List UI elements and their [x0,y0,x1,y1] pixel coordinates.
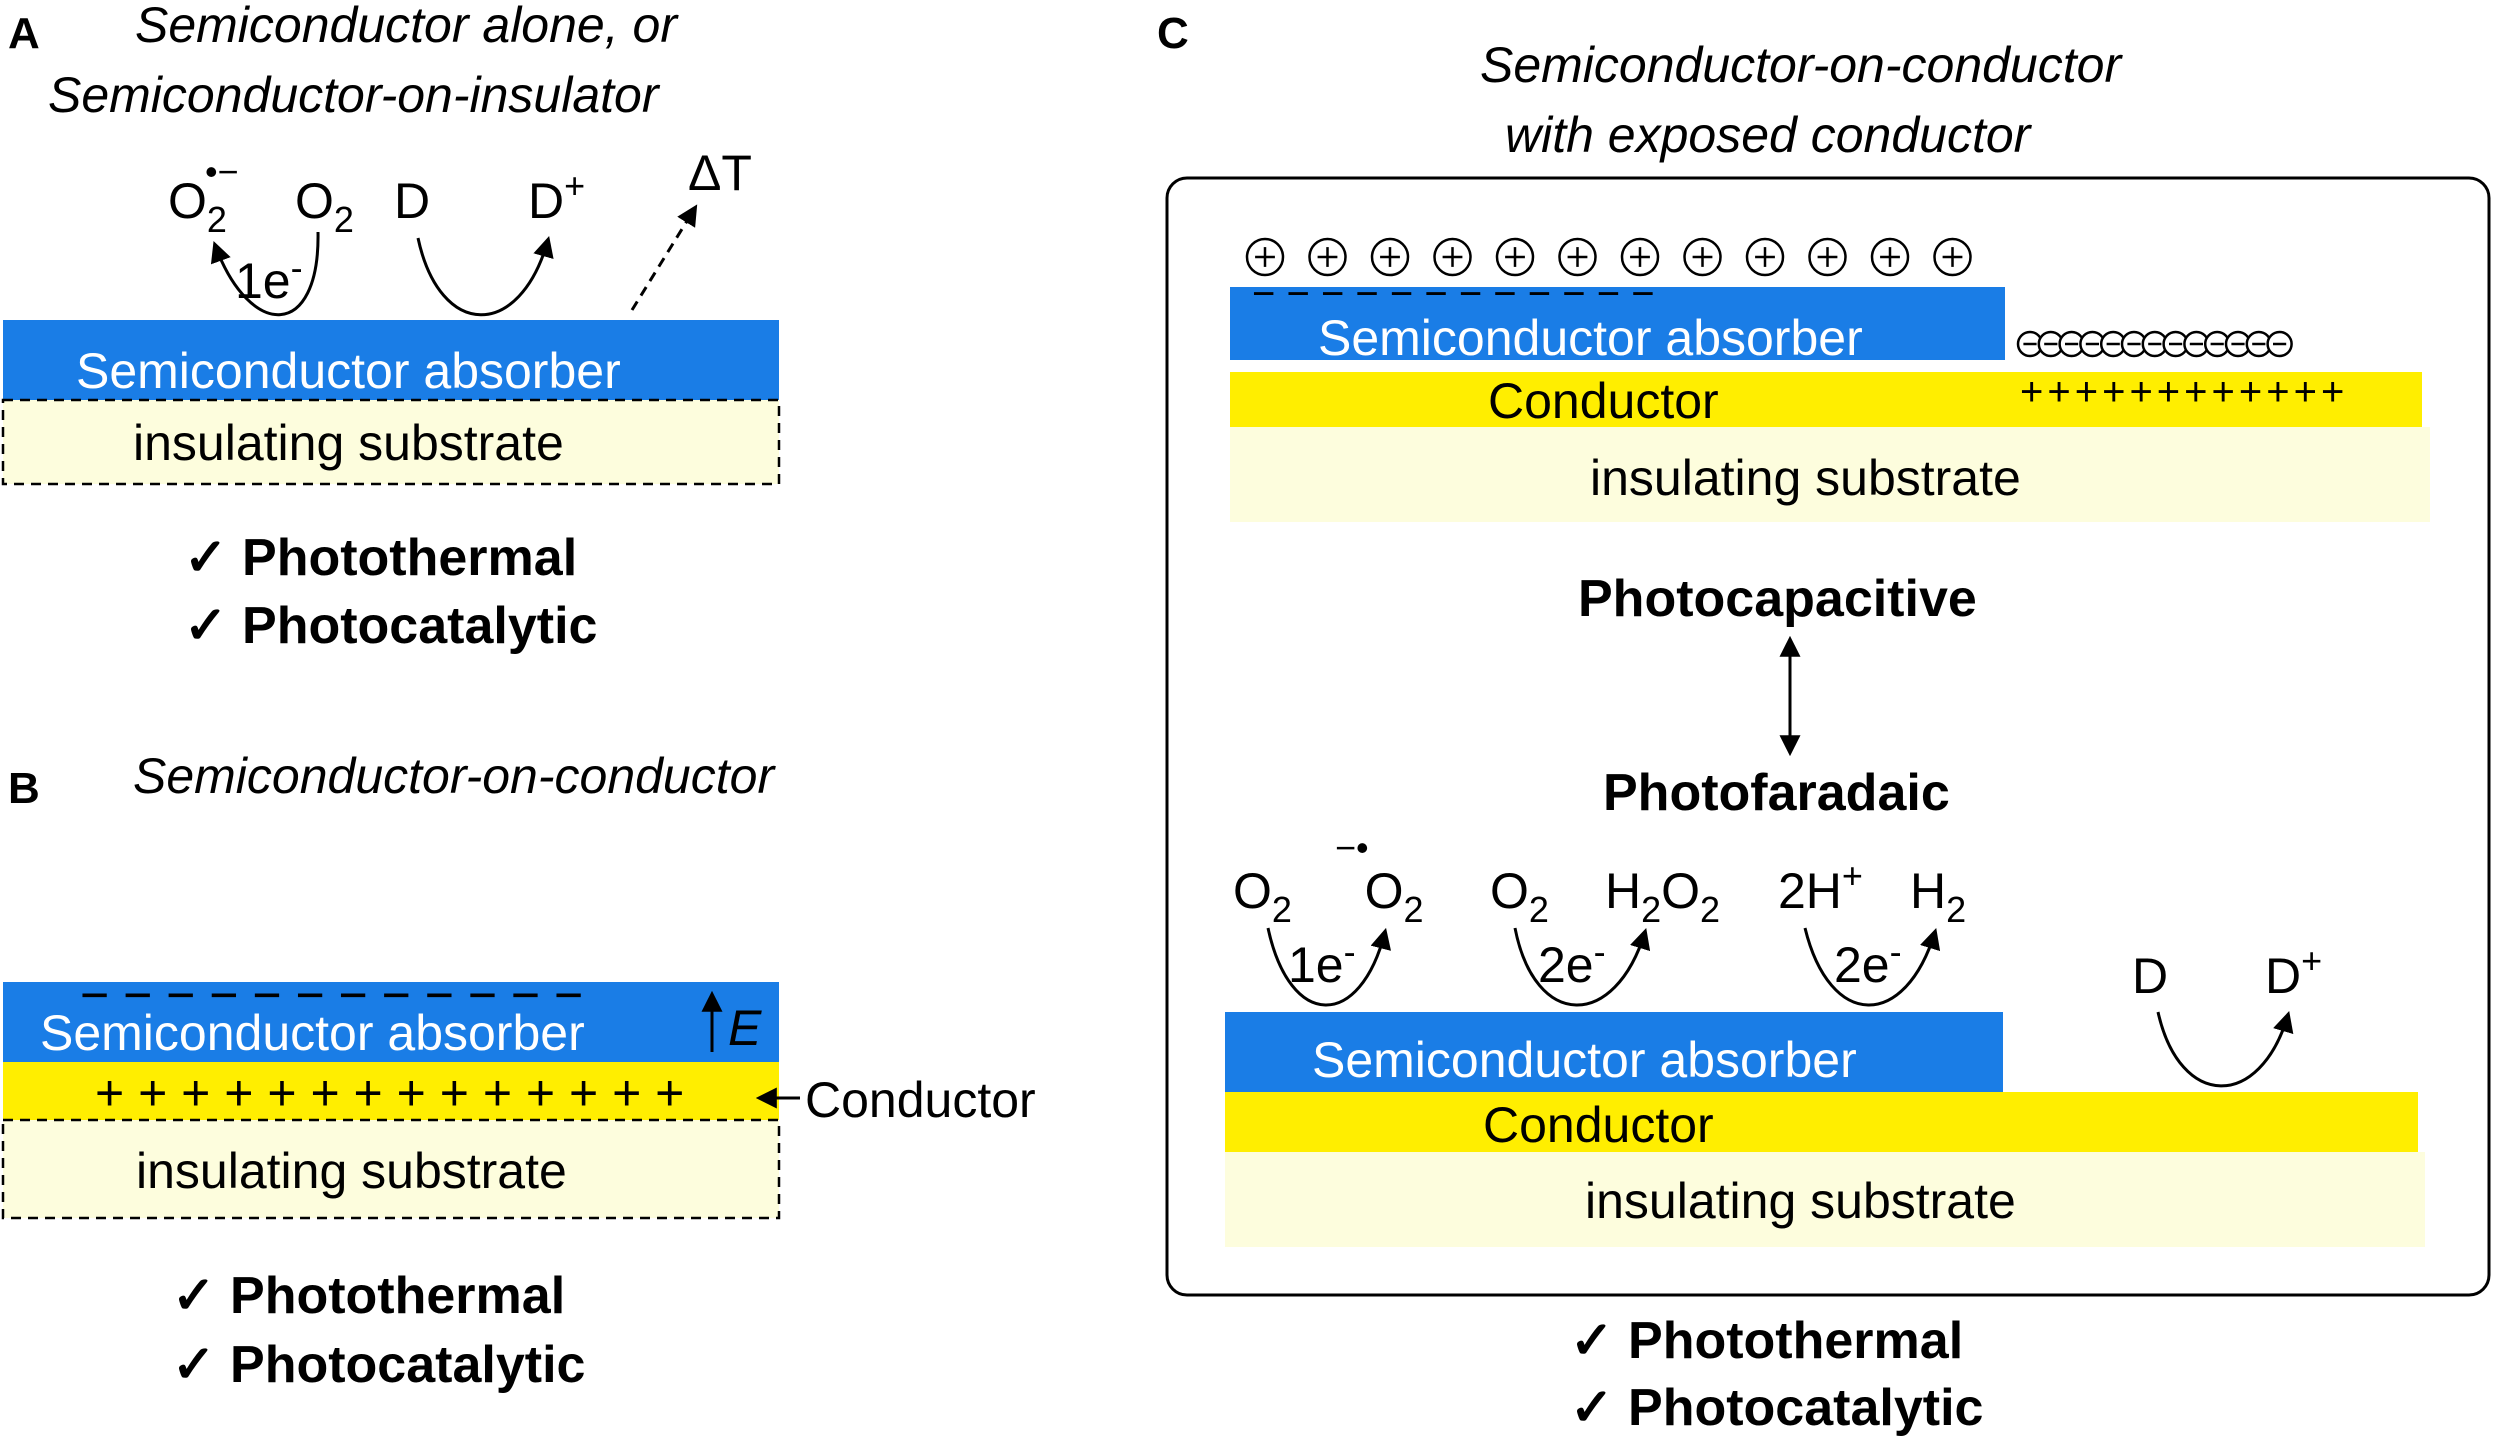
substrate-layer [1,1118,781,1220]
o2-label-a: O2 [1233,863,1292,930]
electron-label: 1e- [235,247,303,309]
panel-a: A Semiconductor alone, or Semiconductor-… [1,0,781,655]
circled-plus-charge [1745,237,1785,277]
proton-label: 2H+ [1778,855,1863,919]
semiconductor-layer-bottom [1225,1012,2003,1092]
check-photothermal: ✓ Photothermal [1570,1312,1963,1370]
panel-c-title-line1: Semiconductor-on-conductor [1480,37,2123,93]
panel-c-letter: C [1157,9,1189,58]
positive-charge-row-top: ++++++++++++ [2020,370,2348,414]
substrate-layer [1,398,781,486]
photofaradaic-label: Photofaradaic [1603,764,1950,822]
h2o2-label: H2O2 [1605,863,1720,930]
electron-label-1: 1e- [1288,931,1356,993]
o2-label: O2 [295,173,354,240]
check-photothermal: ✓ Photothermal [184,529,577,587]
circled-plus-charge [1620,237,1660,277]
negative-charge-row-top: − − − − − − − − − − − − [1252,272,1655,316]
electron-label-3: 2e- [1834,931,1902,993]
donor-plus-label: D+ [528,165,585,229]
check-photocatalytic: ✓ Photocatalytic [172,1336,585,1394]
circled-minus-row [2016,330,2293,358]
electron-label-2: 2e- [1538,931,1606,993]
semiconductor-label-top: Semiconductor absorber [1318,310,1863,366]
h2-label: H2 [1910,863,1966,930]
circled-plus-charge [1683,237,1722,277]
panel-b-title: Semiconductor-on-conductor [133,748,776,804]
reaction-arrow-2 [1513,927,1651,1007]
donor-oxidation-arrow [2156,1010,2294,1088]
positive-charge-row: + + + + + + + + + + + + + + [95,1065,684,1121]
donor-label: D [2132,948,2168,1004]
conductor-layer-top [1230,372,2422,427]
donor-oxidation-arrow [416,235,554,317]
panel-c: C Semiconductor-on-conductor with expose… [1157,9,2491,1437]
circled-minus-charge [2266,330,2293,358]
check-photocatalytic: ✓ Photocatalytic [1570,1379,1983,1437]
heat-arrow [630,204,698,311]
circled-plus-charge [1370,237,1410,277]
delta-t-label: ΔT [688,145,752,201]
electron-transfer-arrow [210,231,320,317]
negative-charge-row: − − − − − − − − − − − − [80,967,583,1023]
panel-a-title-line2: Semiconductor-on-insulator [48,67,661,123]
semiconductor-label: Semiconductor absorber [40,1005,585,1061]
panel-c-frame [1165,176,2491,1297]
substrate-label: insulating substrate [136,1143,567,1199]
circled-minus-charge [2203,330,2231,358]
panel-b: B Semiconductor-on-conductor − − − − − −… [1,748,1036,1394]
circled-plus-charge [1308,237,1347,277]
circled-plus-charge [1808,237,1847,277]
circled-plus-charge [1245,237,1285,277]
panel-a-letter: A [8,9,40,58]
reaction-arrow-1 [1266,927,1392,1007]
conductor-layer [3,1062,779,1120]
semiconductor-layer [3,982,779,1062]
panel-b-letter: B [8,764,40,813]
semiconductor-label-bottom: Semiconductor absorber [1312,1032,1857,1088]
o2-radical-label: O2•− [168,151,239,240]
circled-plus-charge [1433,237,1472,277]
o2-label-b: O2 [1490,863,1549,930]
photocapacitive-label: Photocapacitive [1578,570,1977,628]
check-photothermal: ✓ Photothermal [172,1267,565,1325]
donor-plus-label: D+ [2265,940,2322,1004]
circled-minus-charge [2183,330,2210,358]
panel-a-title-line1: Semiconductor alone, or [135,0,679,53]
semiconductor-layer [3,320,779,400]
panel-c-title-line2: with exposed conductor [1505,107,2033,163]
substrate-layer-bottom [1225,1152,2425,1247]
reaction-arrow-3 [1803,927,1941,1007]
conductor-label: Conductor [805,1072,1036,1128]
substrate-label: insulating substrate [133,415,564,471]
circled-plus-charge [1933,237,1972,277]
circled-plus-charge [1558,237,1597,277]
donor-label: D [394,173,430,229]
circled-minus-charge [2079,330,2106,358]
conductor-layer-bottom [1225,1092,2418,1152]
substrate-layer-top [1230,427,2430,522]
circled-plus-charge [1495,237,1535,277]
circled-plus-charge [1870,237,1910,277]
circled-minus-charge [2099,330,2127,358]
conductor-label-bottom: Conductor [1483,1097,1714,1153]
semiconductor-label: Semiconductor absorber [76,343,621,399]
check-photocatalytic: ✓ Photocatalytic [184,597,597,655]
circled-plus-row [1245,237,1972,277]
semiconductor-layer-top [1230,287,2005,360]
substrate-label-bottom: insulating substrate [1585,1173,2016,1229]
conductor-label-top: Conductor [1488,373,1719,429]
substrate-label-top: insulating substrate [1590,450,2021,506]
o2-radical-label: −•O2 [1335,827,1424,930]
field-label: E [728,1000,762,1056]
circled-minus-charge [2224,330,2252,358]
